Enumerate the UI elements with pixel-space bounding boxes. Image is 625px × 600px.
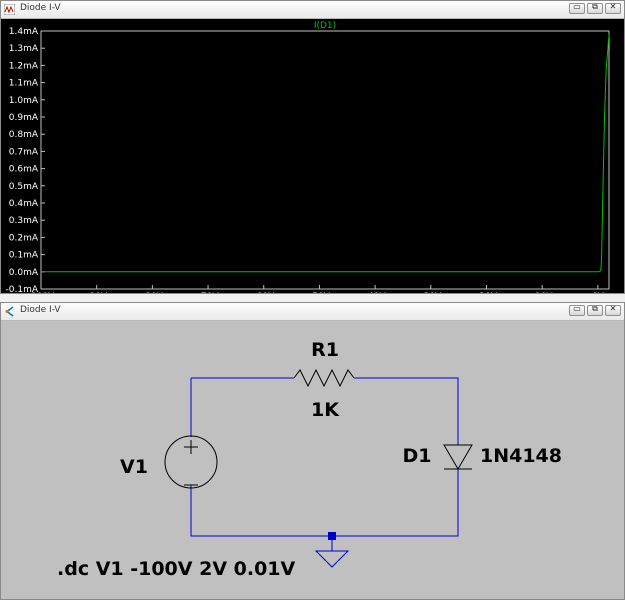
diode-d1[interactable] (443, 444, 473, 470)
y-tick-label: 1.4mA (9, 27, 39, 37)
d1-value[interactable]: 1N4148 (480, 445, 562, 467)
schematic-window-title: Diode I-V (20, 305, 61, 315)
resistor-r1[interactable] (293, 368, 355, 388)
plot-pane[interactable]: I(D1) -0.1mA 0.0mA 0.1mA 0.2mA 0.3mA 0.4mA 0.5… (1, 19, 624, 294)
v1-name[interactable]: V1 (120, 456, 148, 478)
schematic-titlebar[interactable]: Diode I-V ▭ ⧉ ✕ (1, 303, 624, 321)
waveform-titlebar[interactable]: Diode I-V ▭ ⧉ ✕ (1, 1, 624, 19)
minimize-button[interactable]: ▭ (569, 304, 585, 316)
x-tick-label: -100V (28, 292, 55, 294)
wire-top-right[interactable] (354, 377, 459, 445)
waveform-window-title: Diode I-V (20, 3, 61, 13)
schematic-canvas[interactable]: R1 1K V1 D1 1N4148 .dc V1 -1 (1, 321, 624, 599)
y-tick-label: 1.3mA (9, 44, 39, 54)
close-button[interactable]: ✕ (605, 304, 621, 316)
trace-i-d1[interactable] (41, 34, 610, 273)
plot-frame (40, 30, 610, 290)
y-tick-label: 0.4mA (9, 199, 39, 209)
waveform-viewer-icon (4, 4, 15, 15)
spice-directive[interactable]: .dc V1 -100V 2V 0.01V (57, 558, 296, 580)
schematic-editor-icon (5, 306, 14, 317)
y-tick-label: 0.9mA (9, 113, 39, 123)
x-tick-label: -10V (532, 292, 554, 294)
y-tick-label: 1.0mA (9, 96, 39, 106)
y-tick-label: 0.5mA (9, 182, 39, 192)
r1-name[interactable]: R1 (311, 339, 339, 361)
iv-chart[interactable]: I(D1) -0.1mA 0.0mA 0.1mA 0.2mA 0.3mA 0.4mA 0.5… (1, 19, 624, 294)
y-tick-label: 1.2mA (9, 61, 39, 71)
schematic-drawing[interactable]: R1 1K V1 D1 1N4148 .dc V1 -1 (1, 321, 624, 599)
y-tick-label: -0.1mA (6, 285, 39, 294)
x-tick-label: 0V (592, 292, 605, 294)
trace-label[interactable]: I(D1) (314, 21, 336, 31)
y-tick-label: 0.1mA (9, 251, 39, 261)
y-tick-label: 0.0mA (9, 268, 39, 278)
waveform-window: Diode I-V ▭ ⧉ ✕ I(D1) -0.1mA 0.0mA 0.1mA 0.… (0, 0, 625, 294)
wire-bottom[interactable] (190, 469, 459, 537)
minimize-icon: ▭ (573, 304, 581, 313)
restore-icon: ⧉ (592, 304, 598, 313)
close-button[interactable]: ✕ (605, 2, 621, 14)
x-tick-label: -40V (365, 292, 387, 294)
y-tick-label: 0.6mA (9, 165, 39, 175)
voltage-source-v1[interactable] (164, 435, 218, 489)
y-tick-label: 0.8mA (9, 130, 39, 140)
restore-button[interactable]: ⧉ (587, 304, 603, 316)
ground-symbol[interactable] (314, 550, 350, 568)
ground-node-square[interactable] (328, 532, 336, 540)
minimize-button[interactable]: ▭ (569, 2, 585, 14)
close-icon: ✕ (609, 2, 617, 11)
close-icon: ✕ (609, 304, 617, 313)
y-tick-label: 0.2mA (9, 233, 39, 243)
x-tick-label: -70V (198, 292, 220, 294)
restore-button[interactable]: ⧉ (587, 2, 603, 14)
y-tick-label: 1.1mA (9, 79, 39, 89)
d1-name[interactable]: D1 (403, 445, 432, 467)
x-tick-label: -50V (309, 292, 331, 294)
minimize-icon: ▭ (573, 2, 581, 11)
schematic-window: Diode I-V ▭ ⧉ ✕ R1 1K (0, 302, 625, 600)
x-tick-label: -60V (253, 292, 275, 294)
x-tick-label: -20V (476, 292, 498, 294)
x-tick-label: -30V (420, 292, 442, 294)
y-tick-label: 0.7mA (9, 147, 39, 157)
x-tick-label: -90V (86, 292, 108, 294)
restore-icon: ⧉ (592, 2, 598, 11)
y-tick-label: 0.3mA (9, 216, 39, 226)
x-tick-label: -80V (142, 292, 164, 294)
r1-value[interactable]: 1K (311, 399, 340, 421)
